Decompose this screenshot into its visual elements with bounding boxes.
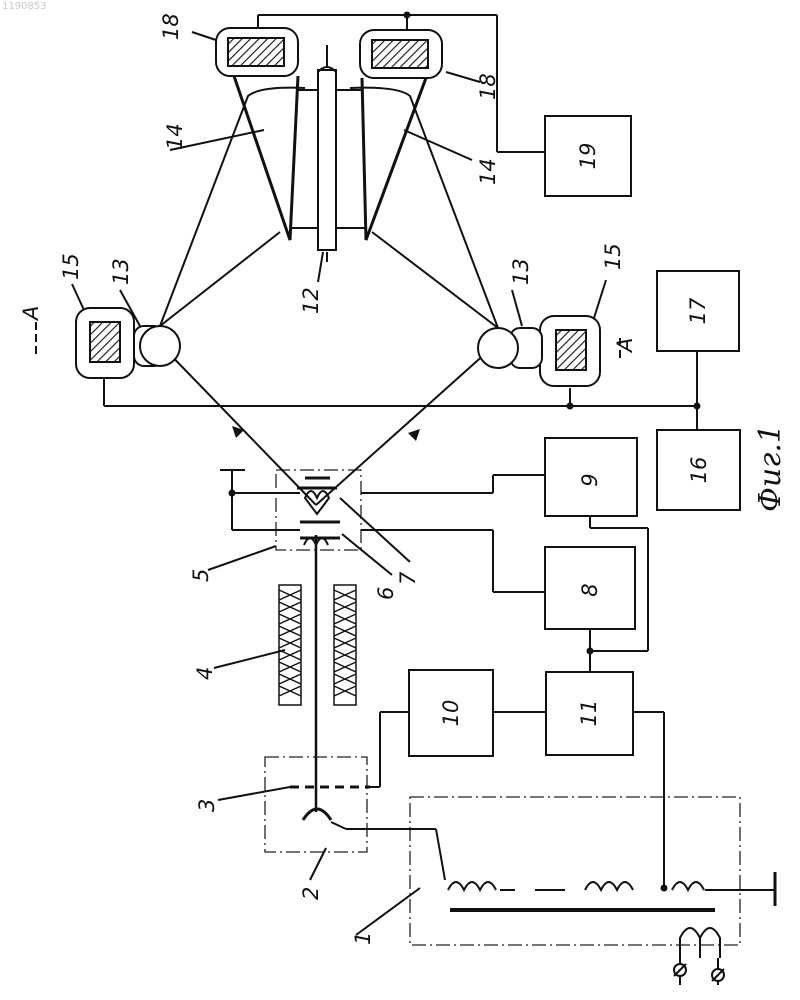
document-stamp: 1190853: [2, 1, 47, 12]
label-labels-l13: 13: [109, 258, 133, 285]
block-16: 16: [657, 430, 740, 510]
label-labels-l12: 12: [299, 287, 323, 314]
label-labels-l4: 4: [193, 667, 217, 680]
block-5-deflection-system: [220, 470, 361, 550]
label-labels-l15: 15: [59, 253, 83, 280]
reference-labels: 1 2 3 4 5 6 7 12 13 13 14 14 15 15 18 18: [59, 13, 625, 945]
label-labels-l2: 2: [299, 887, 323, 900]
label-labels-l3: 3: [195, 799, 219, 812]
section-mark-bottom: А: [613, 338, 637, 362]
label-labels-l14: 14: [476, 158, 500, 185]
magnet-right-18: [360, 30, 442, 78]
block-9: 9: [545, 438, 637, 516]
block-10: 10: [409, 670, 493, 756]
label-labels-l14: 14: [163, 123, 187, 150]
magnet-left-18: [216, 28, 298, 76]
label-labels-l18: 18: [476, 73, 500, 100]
label-labels-l9: 9: [578, 473, 602, 486]
label-labels-l19: 19: [576, 143, 600, 170]
label-labels-l15: 15: [601, 243, 625, 270]
block-8: 8: [545, 547, 635, 629]
figure-caption: Фиг.1: [753, 424, 788, 512]
label-labels-l10: 10: [439, 700, 463, 727]
label-labels-l16: 16: [687, 457, 711, 484]
label-labels-l5: 5: [189, 569, 213, 582]
label-labels-l7: 7: [396, 571, 420, 585]
label-labels-l1: 1: [351, 932, 375, 945]
label-labels-l6: 6: [374, 587, 398, 600]
label-labels-l8: 8: [578, 583, 602, 596]
label-labels-l17: 17: [686, 297, 710, 324]
block-4-focusing-coil: [279, 585, 356, 705]
label-labels-l13: 13: [509, 258, 533, 285]
electron-beams: [160, 344, 496, 505]
label-section_mark: А: [613, 338, 637, 354]
block-17: 17: [657, 271, 739, 351]
rod-12: [318, 45, 336, 262]
block-1-transformer: [410, 797, 775, 985]
label-section_mark: А: [19, 306, 43, 322]
label-labels-l11: 11: [577, 700, 601, 727]
block-19: 19: [545, 116, 631, 196]
label-labels-l18: 18: [159, 13, 183, 40]
collector-left-assembly: [76, 308, 180, 378]
block-11: 11: [546, 672, 633, 755]
section-mark-top: А: [19, 306, 43, 354]
